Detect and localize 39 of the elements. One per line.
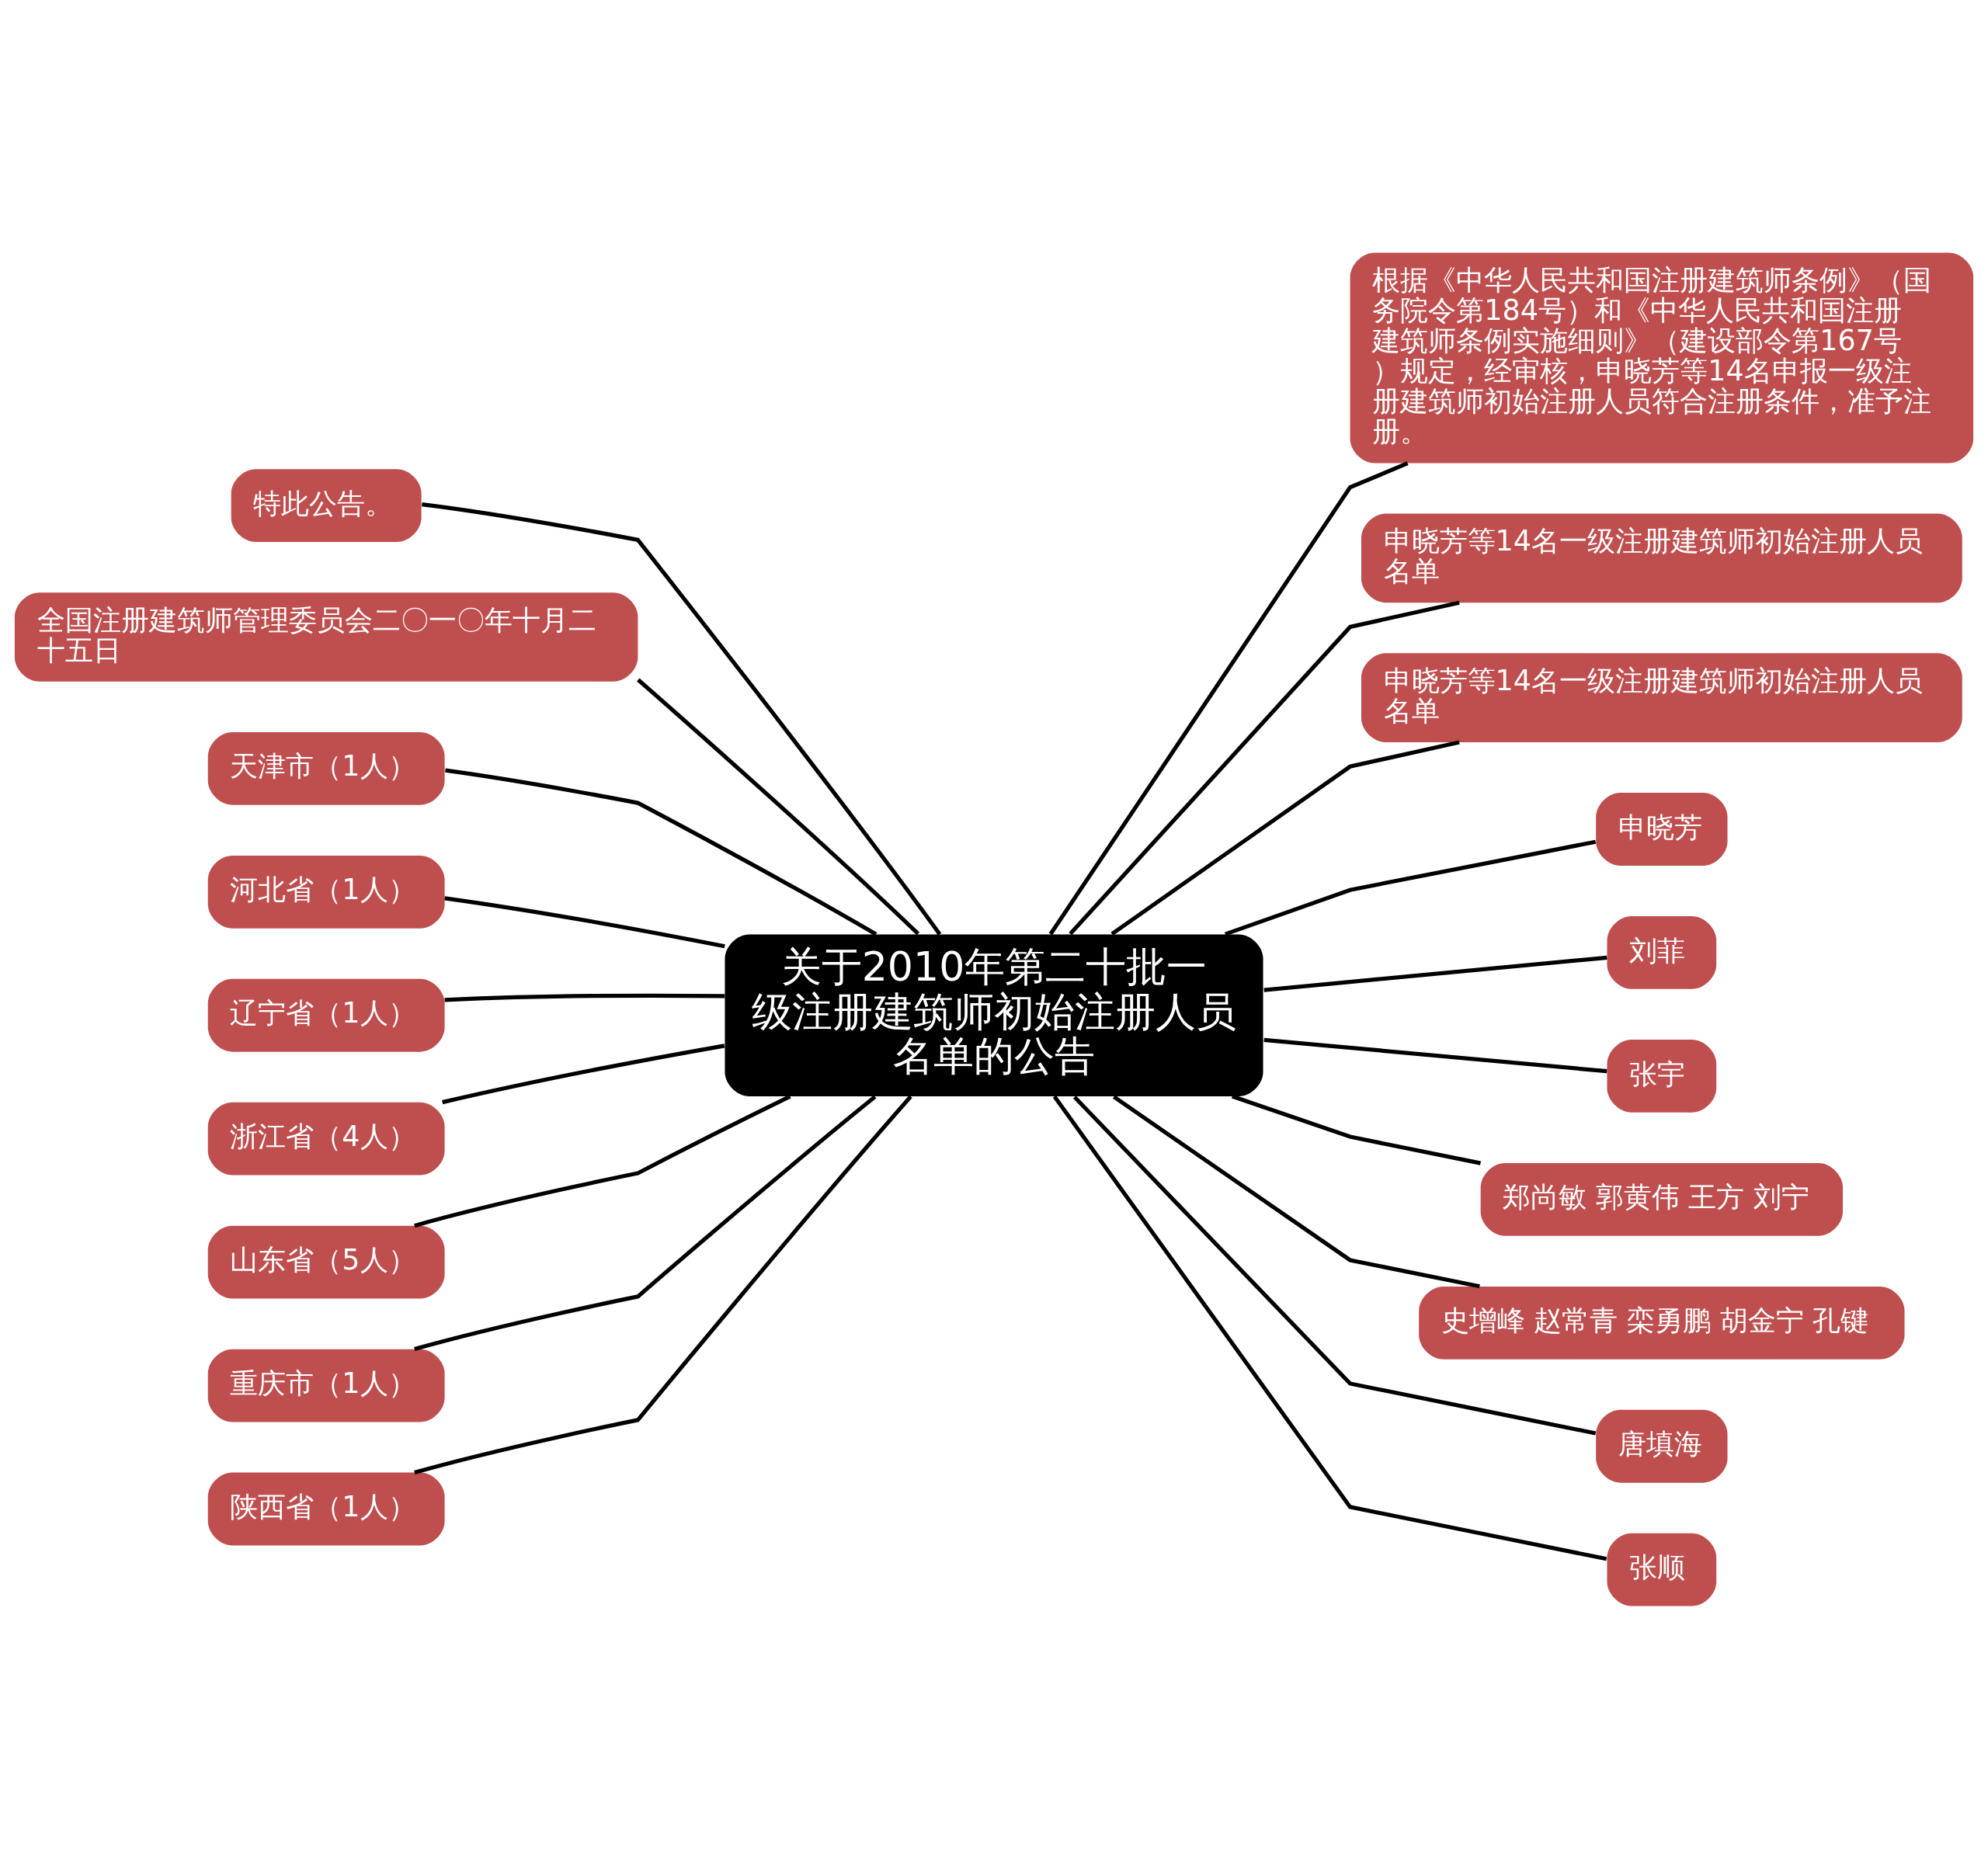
connector: [414, 1095, 877, 1351]
node-box: 山东省（5人）: [207, 1225, 445, 1298]
node-box: 张宇: [1607, 1039, 1717, 1113]
node-box: 申晓芳: [1596, 792, 1728, 866]
node-box: 陕西省（1人）: [207, 1472, 445, 1545]
connector: [414, 1094, 791, 1228]
connector: [444, 895, 725, 948]
node-box: 辽宁省（1人）: [207, 978, 445, 1052]
node-box: 关于2010年第二十批一级注册建筑师初始注册人员名单的公告: [725, 934, 1263, 1096]
node-box: 史增峰 赵常青 栾勇鹏 胡金宁 孔键: [1419, 1286, 1905, 1360]
connector: [1263, 1037, 1607, 1073]
connector: [1048, 460, 1409, 935]
node-box: 全国注册建筑师管理委员会二〇一〇年十月二十五日: [14, 592, 638, 682]
connector: [414, 1095, 912, 1474]
node-box: 浙江省（4人）: [207, 1102, 445, 1176]
node-box: 申晓芳等14名一级注册建筑师初始注册人员名单: [1361, 652, 1962, 742]
connector: [1110, 739, 1460, 936]
node-box: 根据《中华人民共和国注册建筑师条例》（国务院令第184号）和《中华人民共和国注册建筑师条例实施细则》（建设部令第167号）规定，经审核，申晓芳等14名申报一级注册建筑师初始注册人员符合注册条件，准予注册。: [1350, 252, 1974, 463]
connector: [1052, 1095, 1607, 1561]
node-box: 重庆市（1人）: [207, 1349, 445, 1422]
node-box: 郑尚敏 郭黄伟 王方 刘宁: [1480, 1162, 1844, 1236]
node-box: 唐填海: [1596, 1409, 1728, 1483]
connector: [1072, 1095, 1597, 1436]
connector: [1263, 955, 1607, 992]
connector: [1069, 600, 1460, 936]
connector: [637, 678, 920, 935]
connector: [442, 1043, 725, 1104]
node-box: 张顺: [1607, 1533, 1717, 1606]
node-box: 申晓芳等14名一级注册建筑师初始注册人员名单: [1361, 513, 1962, 603]
connector: [1112, 1095, 1480, 1288]
connector: [1224, 839, 1597, 936]
node-box: 特此公告。: [231, 468, 422, 542]
connector: [1231, 1094, 1481, 1165]
node-box: 天津市（1人）: [207, 731, 445, 805]
connector: [422, 502, 942, 936]
connector: [445, 768, 878, 936]
node-box: 河北省（1人）: [207, 855, 445, 929]
node-box: 刘菲: [1607, 915, 1717, 989]
connector: [444, 993, 725, 1002]
